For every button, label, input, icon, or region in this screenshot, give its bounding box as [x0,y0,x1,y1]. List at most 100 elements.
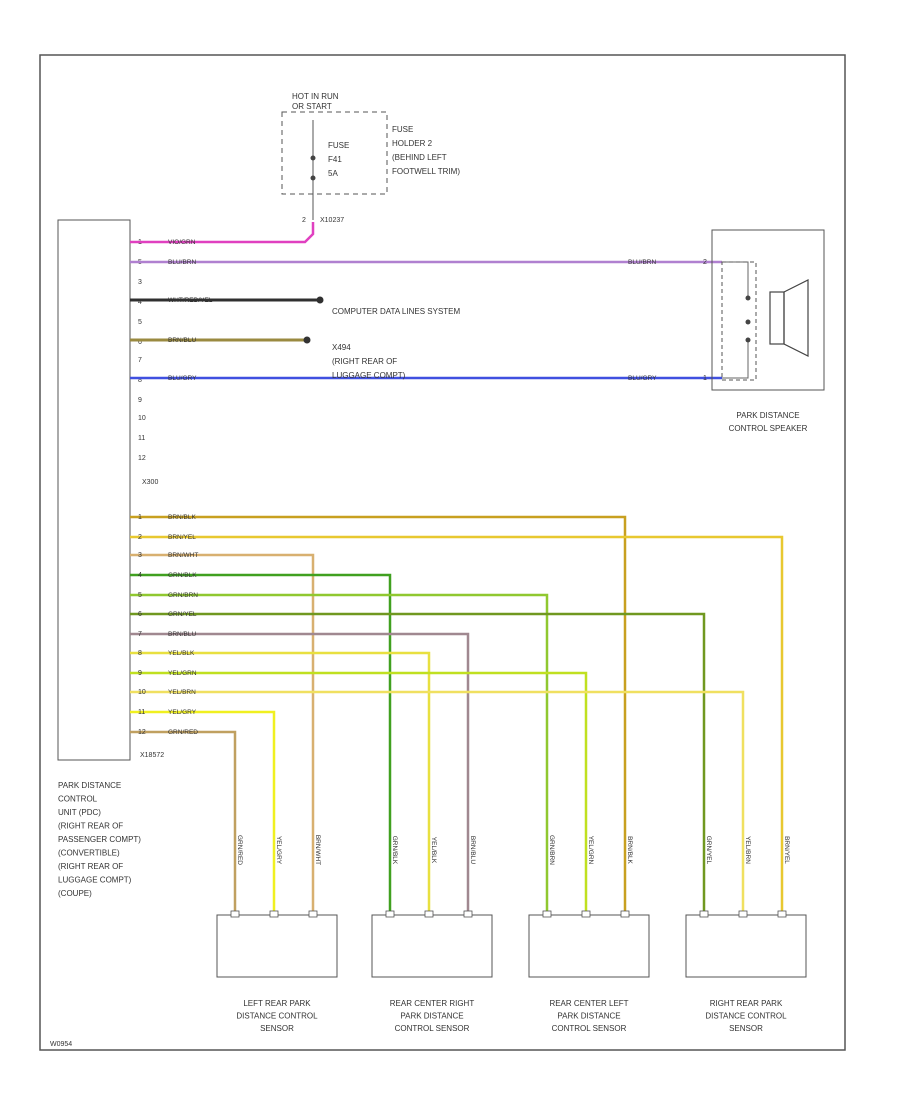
sensor-vertical-wire-label: YEL/GRY [275,836,282,865]
ground-connector-label-1: X494 [332,343,351,352]
speaker-terminal-1 [745,295,751,301]
fuse-block: HOT IN RUN OR START FUSE F41 5A FUSE HOL… [281,92,460,224]
sensor-wire-label: BRN/BLK [168,514,196,521]
sensor-vertical-wire-label: YEL/BLK [430,837,437,864]
sensor-caption-line: RIGHT REAR PARK [710,999,783,1008]
sensor-wire-label: GRN/RED [168,729,198,736]
fuse-label-line-3: 5A [328,169,338,178]
sensor-wire [130,515,627,911]
footer-code: W0954 [50,1041,72,1048]
sensor-caption-line: DISTANCE CONTROL [236,1012,318,1021]
sensor-wire [130,710,276,911]
speaker-pin-1: 1 [703,375,707,382]
control-unit-caption-line: (RIGHT REAR OF [58,822,123,831]
fuse-holder-label-4: FOOTWELL TRIM) [392,167,460,176]
sensor-vertical-wire-label: BRN/YEL [783,836,790,864]
control-unit-pin-bottom: 6 [138,611,142,618]
speaker-wire-label-1: BLU/BRN [628,259,656,266]
sensor-wire [130,553,315,911]
sensor-pin [269,910,279,918]
top-connector-pins: 153456789101112 [138,239,146,462]
control-unit-pin-bottom: 4 [138,572,142,579]
sensor-caption-line: SENSOR [260,1024,294,1033]
control-unit-pin-bottom: 9 [138,670,142,677]
sensor-vertical-wire-label: YEL/GRN [587,836,594,865]
speaker-lead-2 [722,340,749,379]
speaker-inner-outline [721,261,757,381]
control-unit-pin-bottom: 11 [138,709,145,716]
wire-label-brn-blu: BRN/BLU [168,337,196,344]
sensor-box [528,914,650,978]
sensor-wire-label: BRN/BLU [168,631,196,638]
control-unit-pin-top: 9 [138,397,142,404]
speaker-terminal-3 [745,337,751,343]
sensor-pin [738,910,748,918]
control-unit-pin-bottom: 7 [138,631,142,638]
sensor-pin [424,910,434,918]
control-unit-pin-bottom: 2 [138,534,142,541]
fuse-header-line-2: OR START [292,102,332,111]
control-unit-pin-top: 5 [138,319,142,326]
speaker-cone-icon [783,279,809,357]
fuse-holder-label-3: (BEHIND LEFT [392,153,447,162]
sensor-wire-label: GRN/BRN [168,592,198,599]
fuse-holder-label-1: FUSE [392,125,413,134]
sensor-wire-label: GRN/BLK [168,572,197,579]
fuse-holder-outline [281,111,388,195]
fuse-label-line-1: FUSE [328,141,349,150]
control-unit-pin-top: 12 [138,455,146,462]
sensor-wire [130,651,431,911]
wire-end-terminal-data [316,296,324,304]
sensor-caption-line: REAR CENTER RIGHT [390,999,475,1008]
sensor-vertical-wire-label: GRN/BRN [548,835,555,865]
sensor-pin [620,910,630,918]
sensor-wire [130,690,745,911]
sensor-wire [130,593,549,911]
wire-label-wht-red-yel: WHT/RED/YEL [168,297,213,304]
park-distance-speaker: 2 1 BLU/BRN BLU/GRY PARK DISTANCE CONTRO… [628,229,825,433]
speaker-icon [769,291,785,345]
control-unit-connector-top: X300 [142,479,158,486]
fuse-label-line-2: F41 [328,155,342,164]
control-unit-pin-bottom: 1 [138,514,142,521]
sensor-wire [130,612,706,911]
control-unit-caption-line: (RIGHT REAR OF [58,862,123,871]
sensor-wire [130,573,392,911]
speaker-box [711,229,825,391]
wire-label-blu-brn: BLU/BRN [168,259,196,266]
diagram-border [39,54,846,1051]
sensor-caption-line: CONTROL SENSOR [552,1024,627,1033]
control-unit-caption-line: PARK DISTANCE [58,781,121,790]
control-unit-pin-top: 4 [138,299,142,306]
sensor-wire [130,632,470,911]
sensor-vertical-wire-label: GRN/RED [236,835,243,865]
sensor-box [216,914,338,978]
speaker-wire-label-2: BLU/GRY [628,375,657,382]
sensor-box [685,914,807,978]
ground-connector-label-2: (RIGHT REAR OF [332,357,397,366]
speaker-terminal-2 [745,319,751,325]
sensor-box [371,914,493,978]
control-unit-box [57,219,131,761]
sensor-wire-label: BRN/WHT [168,552,198,559]
control-unit-pin-top: 3 [138,279,142,286]
sensor-wire [130,730,237,911]
wire-label-blu-gry: BLU/GRY [168,375,197,382]
ground-connector-label-3: LUGGAGE COMPT) [332,371,406,380]
fuse-pin-number: 2 [302,217,306,224]
control-unit-pin-top: 7 [138,357,142,364]
sensor-vertical-wire-label: YEL/BRN [744,836,751,864]
fuse-terminal-bottom [310,175,316,181]
sensor-pin [542,910,552,918]
sensor-wire-label: YEL/GRN [168,670,197,677]
speaker-caption-2: CONTROL SPEAKER [729,424,808,433]
